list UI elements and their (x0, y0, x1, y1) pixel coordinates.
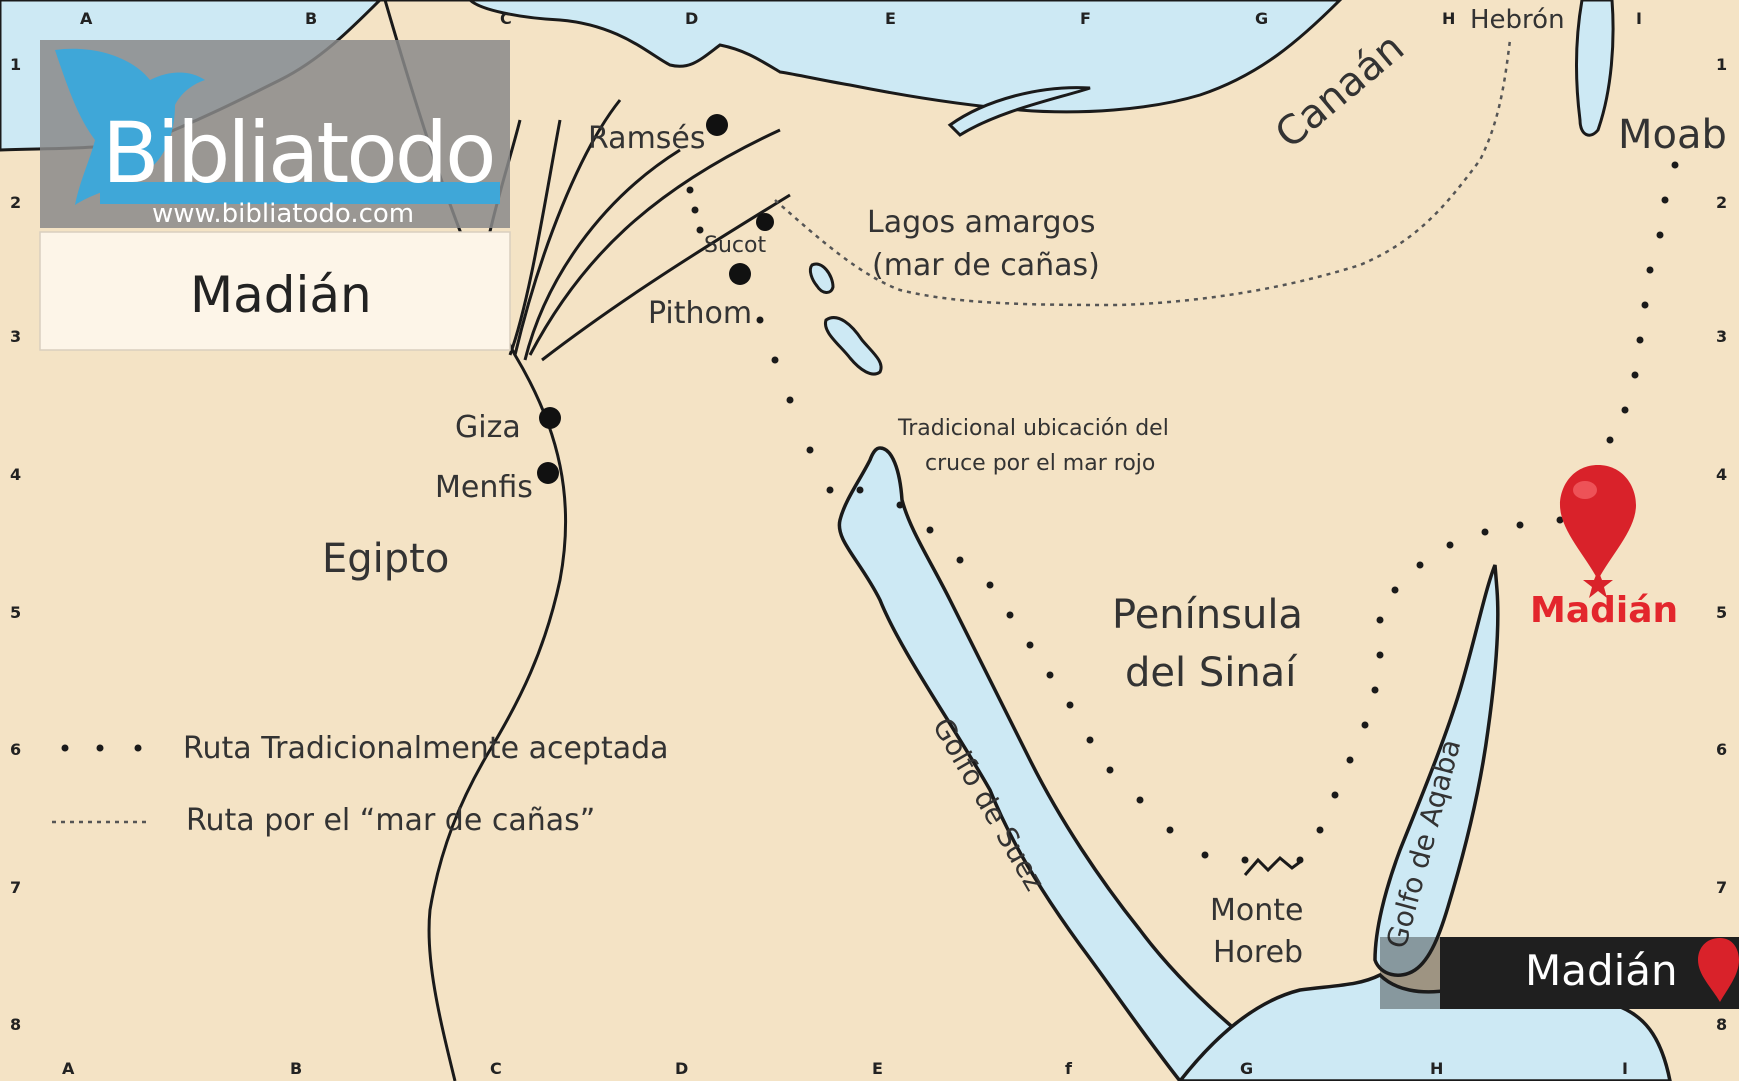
label-sucot: Sucot (704, 233, 766, 258)
dead-sea (1574, 0, 1615, 137)
svg-text:8: 8 (1716, 1015, 1727, 1034)
svg-text:8: 8 (10, 1015, 21, 1034)
label-peninsula-1: Península (1112, 592, 1303, 638)
badge-pin-icon (1698, 938, 1739, 1002)
svg-text:2: 2 (10, 193, 21, 212)
svg-text:G: G (1240, 1059, 1253, 1078)
mount-horeb-symbol (1243, 855, 1301, 876)
svg-text:D: D (675, 1059, 688, 1078)
gulf-of-suez (837, 446, 1321, 1081)
gulf-of-aqaba (1373, 564, 1500, 977)
map-title: Madián (190, 266, 372, 324)
legend-dotted-label: Ruta Tradicionalmente aceptada (183, 731, 669, 766)
map-pin-icon[interactable] (1560, 465, 1636, 580)
grid-right: 1 2 3 4 5 6 7 8 (1716, 55, 1727, 1034)
lagoon (947, 86, 1091, 137)
label-monte: Monte (1210, 893, 1303, 928)
bird-icon (55, 48, 205, 205)
pithom-dot (729, 263, 751, 285)
label-horeb: Horeb (1213, 935, 1303, 970)
svg-text:6: 6 (10, 740, 21, 759)
legend-dashed-label: Ruta por el “mar de cañas” (186, 803, 595, 838)
mediterranean-sea (0, 0, 1343, 114)
svg-text:3: 3 (10, 327, 21, 346)
label-cruce-1: Tradicional ubicación del (897, 416, 1169, 441)
label-hebron: Hebrón (1470, 5, 1565, 35)
grid-bottom: A B C D E f G H I (62, 1059, 1628, 1078)
label-lagos-2: (mar de cañas) (872, 248, 1100, 283)
svg-text:4: 4 (1716, 465, 1727, 484)
bitter-lake-small (808, 262, 835, 294)
svg-text:C: C (500, 9, 512, 28)
svg-text:f: f (1065, 1059, 1073, 1078)
label-giza: Giza (455, 410, 521, 445)
svg-text:1: 1 (1716, 55, 1727, 74)
svg-text:4: 4 (10, 465, 21, 484)
label-egipto: Egipto (322, 536, 449, 582)
svg-text:7: 7 (10, 878, 21, 897)
label-peninsula-2: del Sinaí (1125, 650, 1298, 696)
svg-text:G: G (1255, 9, 1268, 28)
badge-label: Madián (1525, 946, 1678, 995)
route-sea-of-reeds (774, 39, 1512, 307)
logo-brand: Bibliatodo (102, 104, 493, 202)
label-cruce-2: cruce por el mar rojo (925, 451, 1155, 476)
grid-left: 1 2 3 4 5 6 7 8 (10, 55, 21, 1034)
ramses-dot (706, 114, 728, 136)
svg-text:D: D (685, 9, 698, 28)
legend: Ruta Tradicionalmente aceptada Ruta por … (52, 731, 669, 838)
svg-text:1: 1 (10, 55, 21, 74)
svg-text:I: I (1636, 9, 1642, 28)
svg-text:7: 7 (1716, 878, 1727, 897)
logo-blue-bar (100, 182, 500, 204)
svg-text:B: B (305, 9, 317, 28)
svg-text:C: C (490, 1059, 502, 1078)
svg-text:B: B (290, 1059, 302, 1078)
logo-url: www.bibliatodo.com (152, 199, 414, 229)
city-dots (537, 114, 774, 484)
grid-top: A B C D E F G H I (80, 9, 1642, 28)
svg-text:I: I (1622, 1059, 1628, 1078)
svg-text:E: E (872, 1059, 883, 1078)
logo-panel[interactable]: Bibliatodo www.bibliatodo.com Madián (39, 40, 511, 351)
sucot-dot (756, 213, 774, 231)
svg-text:H: H (1442, 9, 1455, 28)
label-madian: Madián (1530, 590, 1678, 631)
svg-text:2: 2 (1716, 193, 1727, 212)
svg-text:H: H (1430, 1059, 1443, 1078)
label-menfis: Menfis (435, 470, 533, 505)
bitter-lake-large (823, 316, 883, 376)
madian-star-icon (1583, 570, 1613, 598)
svg-text:6: 6 (1716, 740, 1727, 759)
route-traditional (686, 161, 1679, 864)
giza-dot (539, 407, 561, 429)
svg-text:F: F (1080, 9, 1091, 28)
svg-text:A: A (80, 9, 93, 28)
svg-text:5: 5 (1716, 603, 1727, 622)
legend-dotted-swatch (61, 744, 142, 752)
label-ramses: Ramsés (588, 121, 706, 156)
svg-text:3: 3 (1716, 327, 1727, 346)
madian-badge[interactable]: Madián (1380, 937, 1739, 1009)
menfis-dot (537, 462, 559, 484)
svg-text:5: 5 (10, 603, 21, 622)
label-lagos-1: Lagos amargos (867, 205, 1096, 240)
svg-text:A: A (62, 1059, 75, 1078)
svg-text:E: E (885, 9, 896, 28)
label-moab: Moab (1618, 112, 1727, 158)
label-pithom: Pithom (648, 296, 752, 331)
